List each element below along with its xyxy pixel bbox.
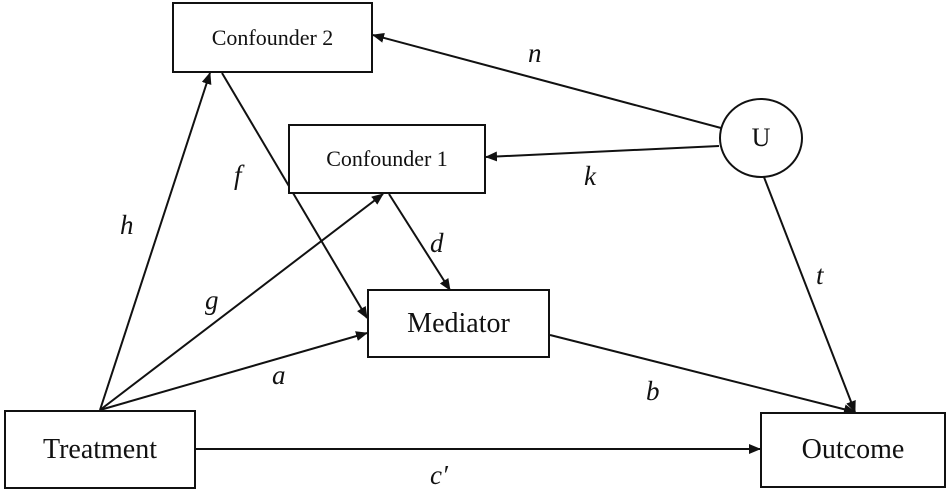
edge-label-d: d [430, 228, 444, 258]
edge-label-b: b [646, 376, 660, 406]
node-mediator: Mediator [367, 289, 550, 358]
node-treatment: Treatment [4, 410, 196, 489]
edge-label-g: g [205, 285, 219, 315]
edge-label-k: k [584, 161, 596, 191]
edge-label-c-prime: c′ [430, 460, 448, 490]
node-confounder-2-label: Confounder 2 [211, 24, 334, 50]
node-u: U [719, 98, 803, 178]
node-confounder-2: Confounder 2 [172, 2, 373, 73]
edge-label-f: f [234, 160, 242, 190]
edge-label-t: t [816, 260, 824, 290]
edge-b-arrow [549, 334, 856, 415]
node-outcome-label: Outcome [801, 434, 905, 465]
edge-g-arrow [99, 193, 384, 411]
edge-label-a: a [272, 360, 286, 390]
node-treatment-label: Treatment [42, 433, 158, 465]
edge-t-arrow [761, 171, 856, 413]
edge-f-arrow [221, 72, 368, 319]
node-confounder-1-label: Confounder 1 [326, 146, 448, 171]
edge-d-arrow [388, 193, 451, 291]
edge-h-arrow [99, 72, 212, 411]
edge-label-n: n [528, 38, 542, 68]
edge-k-arrow [485, 145, 720, 162]
node-outcome: Outcome [760, 412, 946, 488]
edge-a-arrow [99, 331, 368, 411]
node-mediator-label: Mediator [407, 307, 510, 339]
node-confounder-1: Confounder 1 [288, 124, 486, 194]
node-u-label: U [751, 123, 771, 152]
edge-label-h: h [120, 210, 134, 240]
edge-n-arrow [372, 33, 722, 129]
